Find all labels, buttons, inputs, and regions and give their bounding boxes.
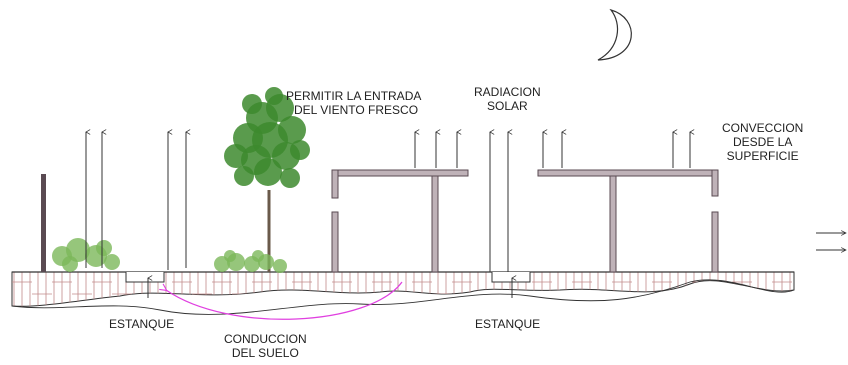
up-arrow-icon xyxy=(85,129,695,272)
left-wall-post xyxy=(41,174,46,272)
label-pond-left: ESTANQUE xyxy=(109,317,175,331)
label-wind-in: PERMITIR LA ENTRADA DEL VIENTO FRESCO xyxy=(286,89,422,117)
label-soil-conduction: CONDUCCION DEL SUELO xyxy=(224,332,307,360)
soil-conduction-arrow xyxy=(159,281,403,320)
wind-arrow-icon xyxy=(816,230,847,253)
tree-icon xyxy=(224,87,310,272)
pond-right xyxy=(491,272,531,298)
building-left xyxy=(331,169,469,273)
shrub-icon xyxy=(52,238,287,273)
pond-left xyxy=(125,272,165,298)
building-right xyxy=(537,169,719,273)
moon-icon xyxy=(597,8,632,61)
label-pond-right: ESTANQUE xyxy=(475,317,541,331)
label-solar-radiation: RADIACION SOLAR xyxy=(474,85,541,113)
label-surface-convection: CONVECCION DESDE LA SUPERFICIE xyxy=(722,121,804,163)
